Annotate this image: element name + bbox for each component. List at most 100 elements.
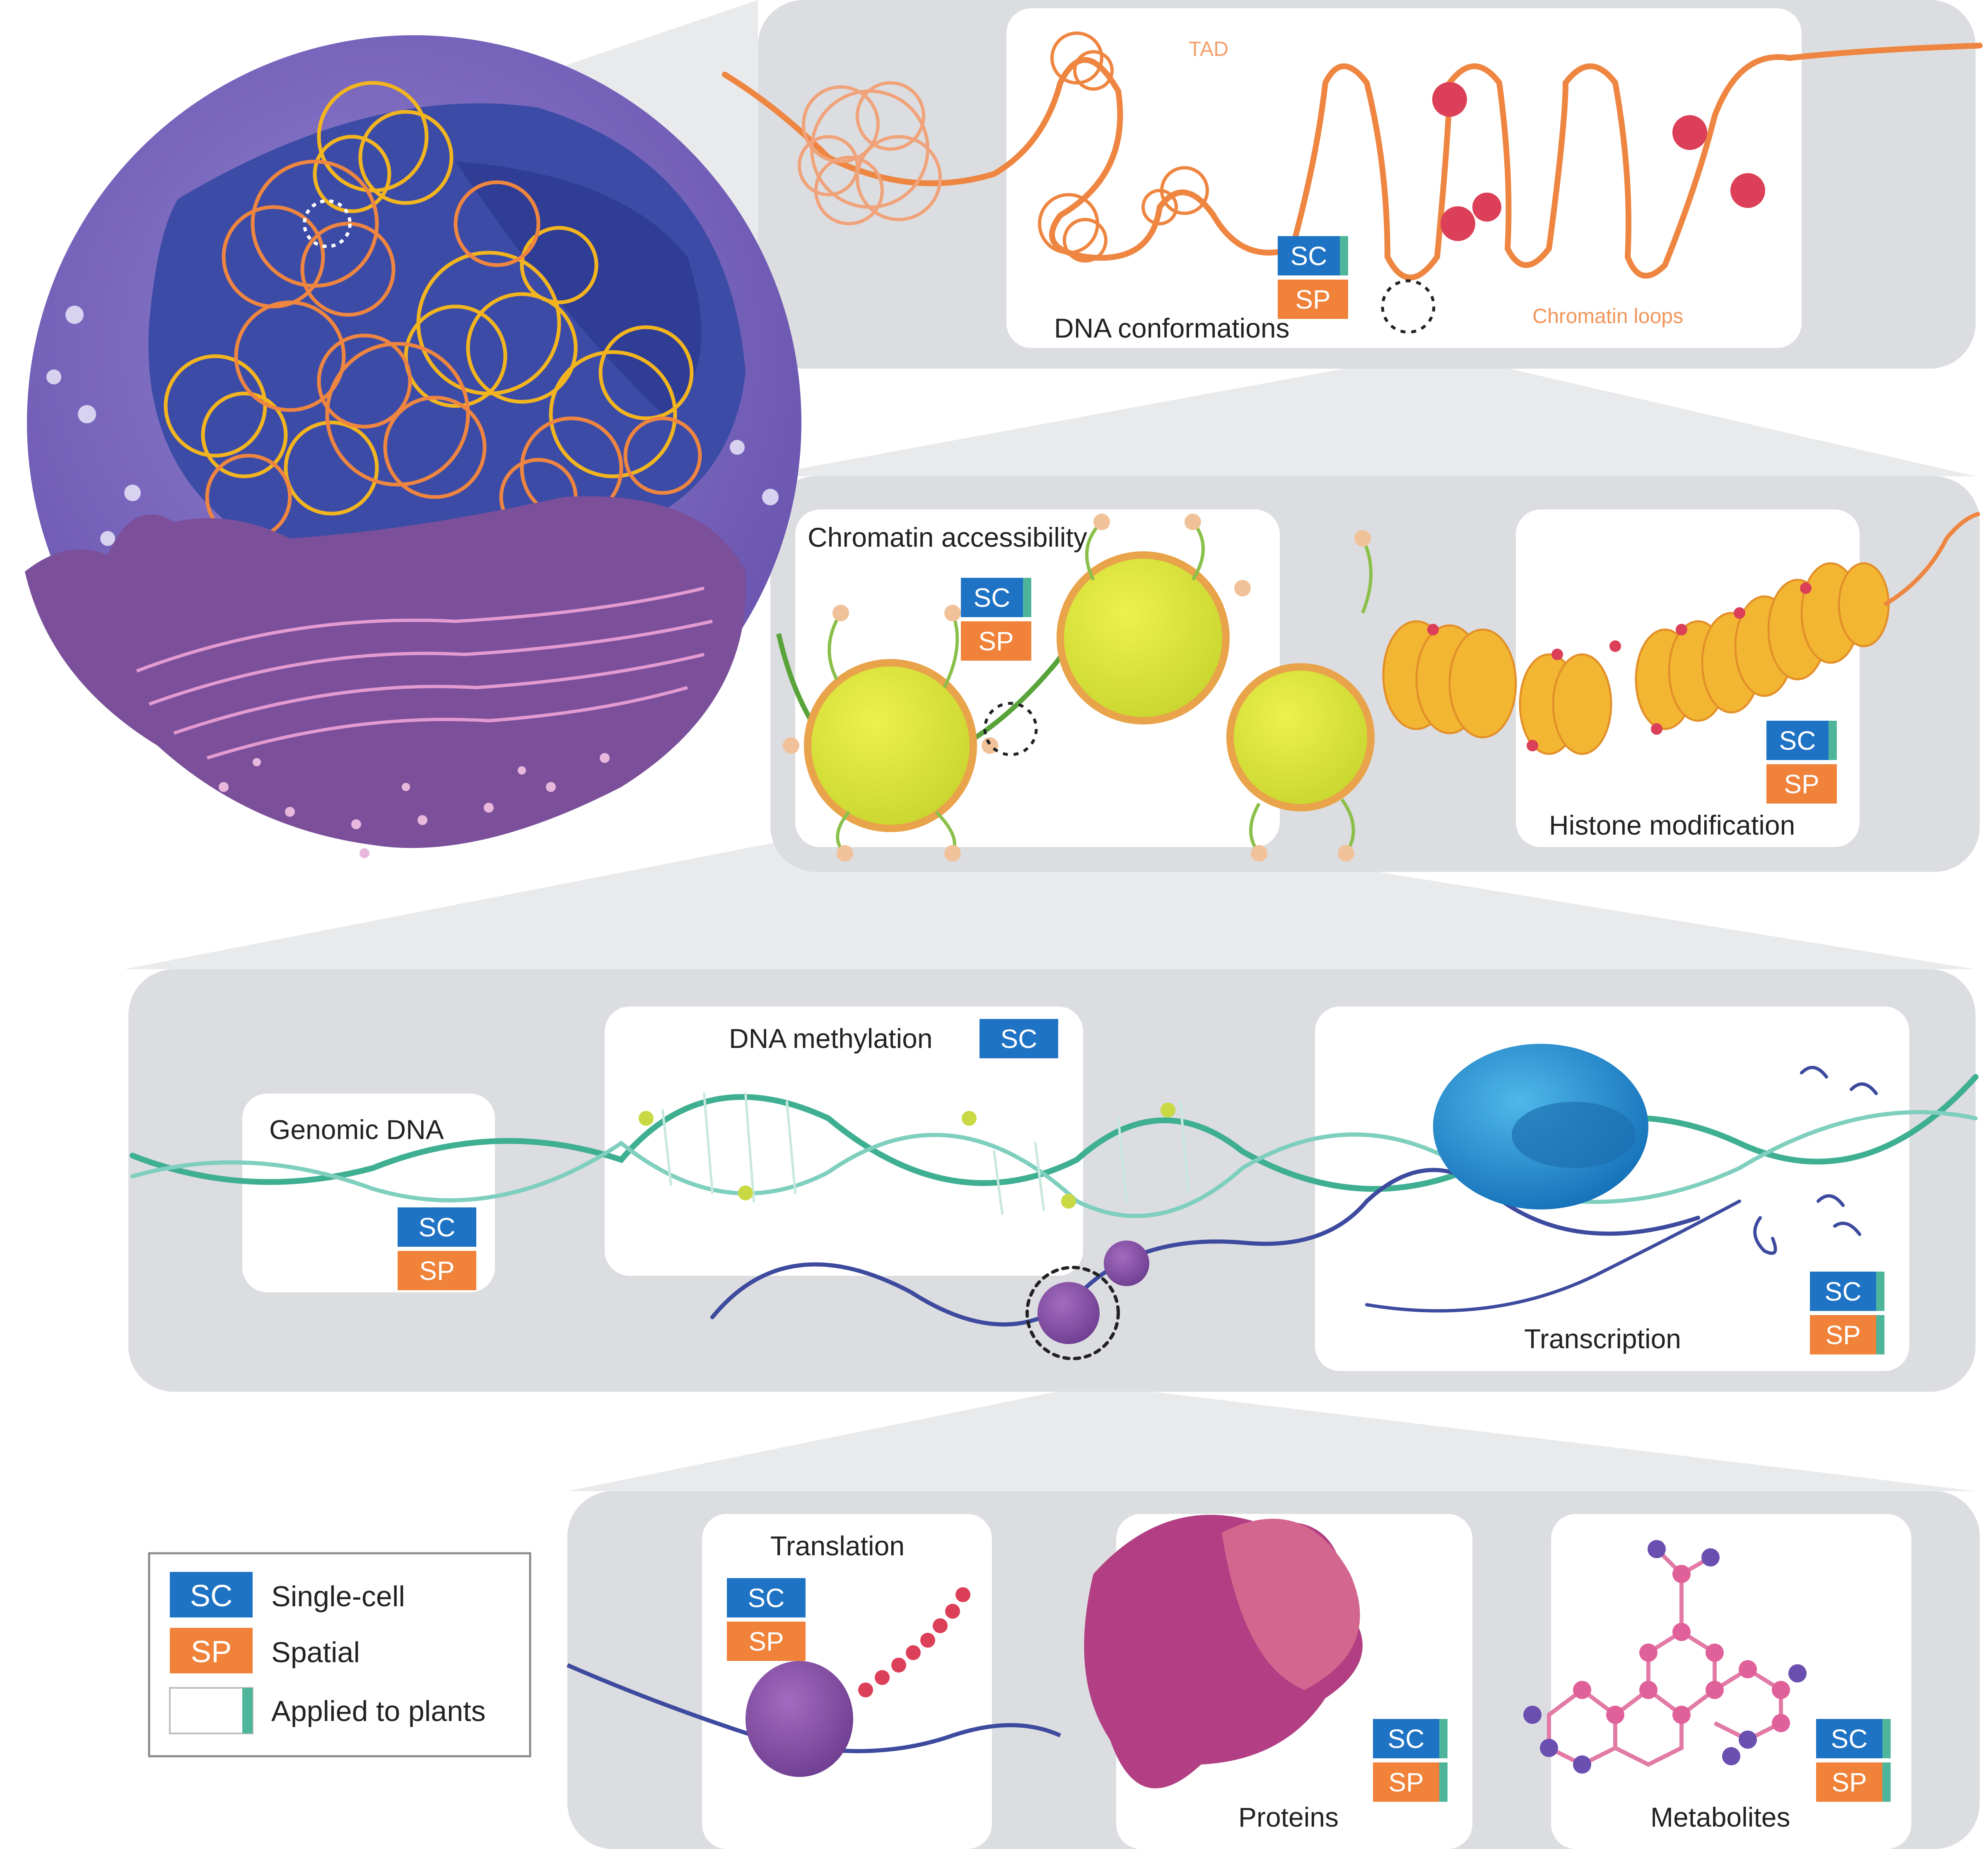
nucleosome-1 <box>804 659 977 832</box>
cell-illustration <box>25 35 801 858</box>
badge-group-methylation: SC <box>980 1019 1058 1058</box>
zoom-marker-accessibility <box>983 702 1038 756</box>
badge-sc-text: SC <box>1291 241 1327 271</box>
badge-group-accessibility: SC SP <box>961 578 1031 661</box>
badge-group-histone: SC SP <box>1766 721 1837 804</box>
zoom-cone-conformations <box>758 364 1976 476</box>
badge-sc <box>1810 1272 1884 1311</box>
plant-stripe <box>1023 578 1031 617</box>
chromatin-tail-dna <box>1883 512 1981 607</box>
legend-plants-swatch <box>169 1687 253 1734</box>
badge-sp-text: SP <box>1825 1320 1860 1350</box>
label-proteins: Proteins <box>1238 1802 1339 1832</box>
plant-stripe <box>1882 1762 1891 1802</box>
loop-anchors <box>1432 82 1765 241</box>
ribosome-large-mrna <box>1104 1241 1149 1286</box>
label-translation: Translation <box>770 1530 905 1561</box>
label-tad: TAD <box>1189 37 1228 60</box>
badge-sc <box>727 1578 806 1617</box>
legend-sp-label: Spatial <box>271 1636 360 1668</box>
panel-labels: TAD DNA conformations Chromatin loops Ch… <box>269 37 1795 1832</box>
ribosome-dots <box>219 753 610 858</box>
er-folds <box>136 587 713 760</box>
plant-stripe <box>1340 236 1348 275</box>
badges: SC SP SC SP SC SP SC SP <box>398 236 1891 1802</box>
zoom-marker-ribosome <box>1025 1266 1120 1360</box>
chromatin-fiber-coil <box>1382 562 1890 755</box>
badge-sc-text: SC <box>1001 1024 1037 1054</box>
chromatin-art <box>776 512 1981 862</box>
mrna-transcript <box>1365 1200 1741 1313</box>
label-histone-modification: Histone modification <box>1549 810 1795 840</box>
legend-sc-label: Single-cell <box>271 1580 405 1612</box>
legend: SC Single-cell SP Spatial Applied to pla… <box>148 1552 531 1757</box>
plant-stripe <box>1882 1719 1891 1758</box>
tad-blob <box>798 81 942 225</box>
label-dna-conformations: DNA conformations <box>1054 313 1290 343</box>
zoom-cone-methylation <box>567 1388 1976 1491</box>
zoom-marker-conformations <box>1381 279 1436 334</box>
badge-sc <box>980 1019 1058 1058</box>
legend-sp-swatch <box>170 1628 253 1673</box>
plant-stripe <box>1439 1762 1448 1802</box>
badge-sp <box>398 1251 476 1290</box>
panel-dna-conformations <box>1006 8 1802 348</box>
plant-stripe <box>1876 1315 1884 1354</box>
label-chromatin-accessibility: Chromatin accessibility <box>808 522 1087 553</box>
legend-sp-code: SP <box>191 1634 232 1669</box>
badge-sp-text: SP <box>419 1256 454 1286</box>
translation-art <box>567 1587 1062 1777</box>
chromatin-fiber <box>722 43 1983 280</box>
badge-sc-text: SC <box>1388 1724 1425 1754</box>
badge-group-genomic: SC SP <box>398 1207 476 1290</box>
badge-sp-text: SP <box>1784 769 1819 799</box>
panel-translation <box>702 1514 992 1849</box>
panel-dna-methylation <box>605 1007 1083 1276</box>
zoom-marker-nucleus <box>303 199 352 248</box>
badge-sp <box>1816 1762 1891 1802</box>
badge-group-proteins: SC SP <box>1373 1719 1448 1802</box>
label-transcription: Transcription <box>1524 1323 1681 1354</box>
badge-group-translation: SC SP <box>727 1578 806 1661</box>
methyl-groups <box>639 1103 1175 1209</box>
badge-sp <box>961 621 1031 661</box>
zoom-cone-accessibility <box>124 820 1976 969</box>
badge-sc-text: SC <box>748 1583 785 1613</box>
dna-rungs <box>661 1092 1190 1215</box>
nascent-peptide-chain <box>858 1587 970 1697</box>
legend-plants-label: Applied to plants <box>271 1695 486 1727</box>
translating-ribosome <box>746 1661 853 1777</box>
nucleosome-2 <box>1057 551 1230 724</box>
badge-group-transcription: SC SP <box>1810 1272 1884 1354</box>
plant-stripe <box>1829 721 1837 760</box>
badge-sp <box>1810 1315 1884 1354</box>
badge-sp <box>1373 1762 1448 1802</box>
dna-helix-art <box>130 1044 1978 1360</box>
dna-conformation-art <box>722 31 1983 280</box>
rna-fragments <box>1753 1066 1878 1255</box>
label-chromatin-loops: Chromatin loops <box>1532 304 1683 328</box>
badge-sc-text: SC <box>974 583 1011 613</box>
badge-sp-text: SP <box>1295 285 1330 314</box>
label-genomic-dna: Genomic DNA <box>269 1114 444 1145</box>
chromatin-tangles <box>164 81 702 541</box>
legend-sc-code: SC <box>190 1579 233 1613</box>
badge-sc <box>1816 1719 1891 1758</box>
histone-marks <box>1427 582 1812 751</box>
badge-sc <box>1766 721 1837 760</box>
badge-sp <box>727 1622 806 1661</box>
legend-plants-stripe <box>242 1688 253 1733</box>
endoplasmic-reticulum <box>25 496 746 848</box>
badge-sp-text: SP <box>748 1627 784 1656</box>
nucleus-shade <box>456 162 702 414</box>
badge-sp-text: SP <box>1831 1767 1867 1797</box>
badge-sp <box>1766 764 1837 804</box>
badge-sc-text: SC <box>419 1212 456 1242</box>
metabolite-atoms <box>1523 1540 1807 1774</box>
histone-tail-beads <box>783 514 1371 862</box>
dna-strand-a <box>130 1074 1978 1192</box>
badge-sc-text: SC <box>1831 1724 1868 1754</box>
protein-structure <box>1084 1515 1363 1789</box>
badge-sp-text: SP <box>1388 1767 1423 1797</box>
